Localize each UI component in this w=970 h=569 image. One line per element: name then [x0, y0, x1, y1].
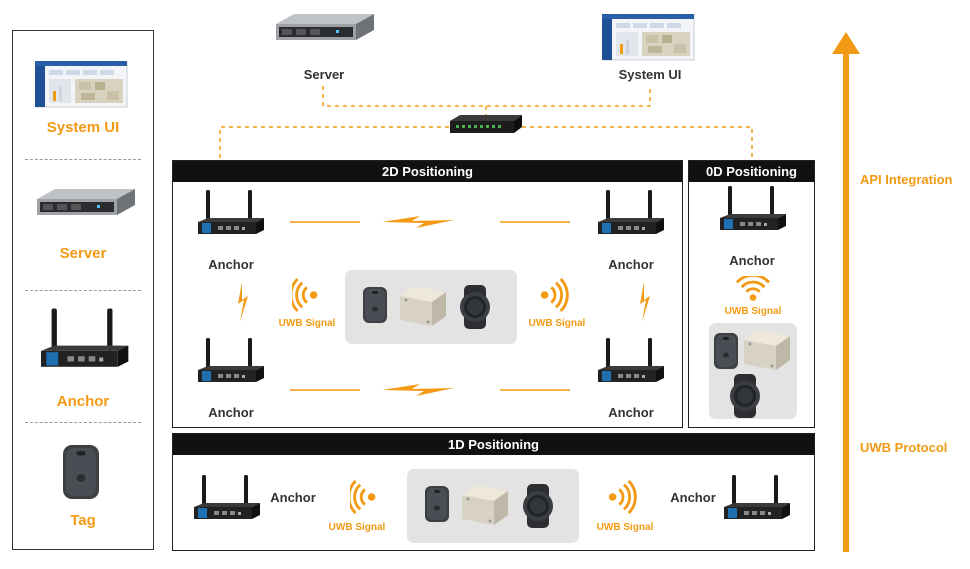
top-server-label: Server	[303, 67, 345, 82]
legend-divider	[25, 290, 141, 291]
panel-1d-title: 1D Positioning	[173, 434, 814, 455]
anchor-1d-left-icon	[194, 475, 260, 519]
link-2d-bottom	[290, 384, 570, 396]
anchor-1d-left-label: Anchor	[270, 490, 316, 505]
link-2d-left-bolt-icon	[238, 282, 248, 322]
uwb-signal-1d-left-icon	[350, 480, 377, 514]
panel-2d-title: 2D Positioning	[173, 161, 682, 182]
watch-tag-icon	[523, 484, 553, 528]
link-2d-top	[290, 216, 570, 228]
keyfob-tag-icon	[363, 287, 387, 323]
box-tag-icon	[744, 330, 790, 370]
anchor-2d-top-left-label: Anchor	[208, 257, 254, 272]
legend-divider	[25, 422, 141, 423]
legend-tag-label: Tag	[70, 512, 96, 529]
anchor-0d-label: Anchor	[729, 253, 775, 268]
panel-0d-title: 0D Positioning	[689, 161, 814, 182]
anchor-2d-bottom-right-label: Anchor	[608, 405, 654, 420]
tag-icon	[63, 445, 99, 499]
legend-divider	[25, 159, 141, 160]
anchor-1d-right-icon	[724, 475, 790, 519]
legend-anchor-label: Anchor	[56, 393, 110, 410]
anchor-2d-bottom-left-label: Anchor	[208, 405, 254, 420]
router-icon	[41, 308, 129, 367]
uwb-signal-1d-right-icon	[608, 480, 637, 514]
top-system-ui-label: System UI	[618, 67, 682, 82]
legend-panel: System UI Server Anchor Tag	[12, 30, 154, 550]
uwb-signal-0d-icon	[736, 276, 770, 303]
legend-system-ui-label: System UI	[46, 119, 120, 136]
stack-arrow-icon	[832, 32, 860, 552]
uwb-protocol-label: UWB Protocol	[860, 440, 948, 455]
watch-tag-icon	[730, 374, 760, 418]
uwb-signal-right-icon	[540, 278, 569, 312]
network-connections	[219, 86, 753, 158]
uwb-signal-right-label: UWB Signal	[528, 318, 586, 329]
uwb-signal-left-label: UWB Signal	[278, 318, 336, 329]
anchor-2d-bottom-right-icon	[598, 338, 664, 382]
anchor-0d-icon	[720, 186, 786, 230]
link-2d-right-bolt-icon	[640, 282, 650, 322]
box-tag-icon	[400, 286, 446, 326]
network-switch-icon	[450, 115, 522, 133]
uwb-signal-left-icon	[292, 278, 319, 312]
api-integration-label: API Integration	[860, 172, 953, 187]
anchor-2d-top-right-label: Anchor	[608, 257, 654, 272]
anchor-2d-bottom-left-icon	[198, 338, 264, 382]
watch-tag-icon	[460, 285, 490, 329]
box-tag-icon	[462, 485, 508, 525]
keyfob-tag-icon	[425, 486, 449, 522]
uwb-signal-1d-left-label: UWB Signal	[328, 522, 386, 533]
legend-server-label: Server	[59, 245, 107, 262]
keyfob-tag-icon	[714, 333, 738, 369]
anchor-2d-top-right-icon	[598, 190, 664, 234]
server-icon	[37, 189, 135, 215]
anchor-1d-right-label: Anchor	[670, 490, 716, 505]
uwb-signal-0d-label: UWB Signal	[724, 306, 782, 317]
anchor-2d-top-left-icon	[198, 190, 264, 234]
uwb-signal-1d-right-label: UWB Signal	[596, 522, 654, 533]
